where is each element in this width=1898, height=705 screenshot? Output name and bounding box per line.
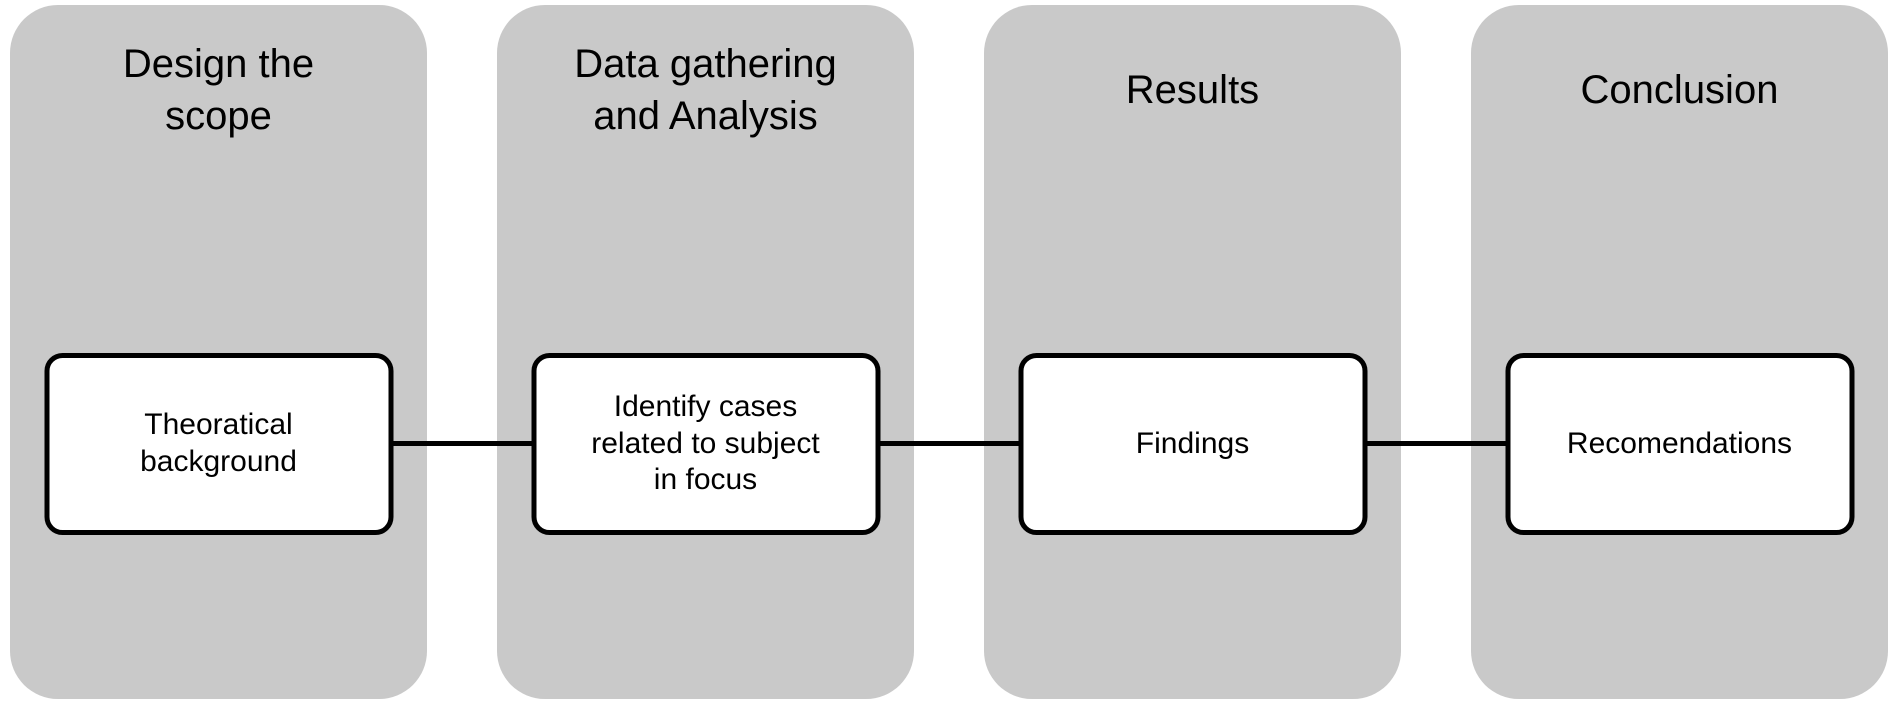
stage-title: Data gathering and Analysis <box>574 42 837 138</box>
stage-box-findings: Findings <box>1018 353 1367 535</box>
stage-column-design-the-scope: Design the scope Theoratical background <box>10 5 427 699</box>
stage-title: Results <box>1125 68 1260 112</box>
connector-line-2 <box>877 441 1021 446</box>
stage-title: Conclusion <box>1580 68 1779 112</box>
connector-line-1 <box>390 441 534 446</box>
stage-column-data-gathering-and-analysis: Data gathering and Analysis Identify cas… <box>497 5 914 699</box>
stage-box-theoratical-background: Theoratical background <box>44 353 393 535</box>
stage-column-results: Results Findings <box>984 5 1401 699</box>
stage-column-conclusion: Conclusion Recomendations <box>1471 5 1888 699</box>
stage-box-identify-cases: Identify cases related to subject in foc… <box>531 353 880 535</box>
connector-line-3 <box>1364 441 1508 446</box>
stage-box-recomendations: Recomendations <box>1505 353 1854 535</box>
stage-title: Design the scope <box>122 42 315 138</box>
